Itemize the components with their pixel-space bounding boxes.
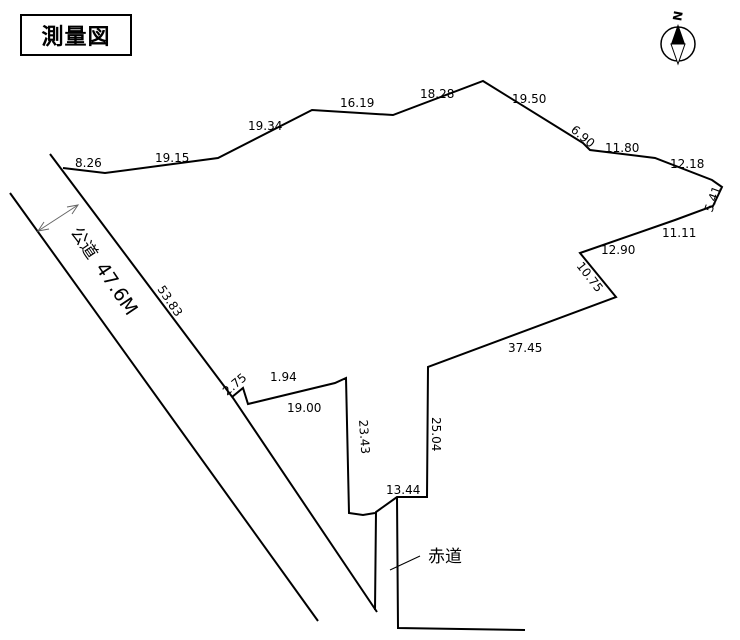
dim-label: 6.90 bbox=[568, 123, 597, 151]
road-inner-edge bbox=[49, 153, 378, 613]
compass-north-label: N bbox=[670, 10, 686, 22]
dim-label: 8.26 bbox=[75, 156, 102, 170]
access-strip-boundary bbox=[231, 376, 376, 517]
red-road-line bbox=[396, 496, 526, 631]
dim-label: 11.80 bbox=[605, 141, 639, 155]
dim-label: 11.11 bbox=[662, 226, 696, 240]
red-road-label: 赤道 bbox=[428, 547, 462, 567]
page-title: 測量図 bbox=[20, 14, 132, 56]
dim-label: 19.50 bbox=[512, 92, 546, 106]
road-outer-edge bbox=[9, 192, 319, 622]
dim-label: 19.34 bbox=[248, 119, 282, 133]
dim-label: 16.19 bbox=[340, 96, 374, 110]
dim-label: 25.04 bbox=[429, 417, 443, 451]
dim-label: 23.43 bbox=[356, 419, 372, 454]
dim-label: 37.45 bbox=[508, 341, 542, 355]
dim-label: 10.75 bbox=[574, 259, 606, 295]
dim-label: 1.94 bbox=[270, 370, 297, 384]
dim-label: 18.28 bbox=[420, 87, 454, 101]
property-boundary bbox=[62, 79, 724, 611]
dim-label: 5.41 bbox=[702, 184, 724, 214]
dim-label: 13.44 bbox=[386, 483, 420, 497]
road-width-arrow bbox=[36, 204, 80, 232]
compass-needle-north bbox=[671, 24, 685, 44]
dim-label: 12.90 bbox=[601, 243, 635, 257]
compass-icon: N bbox=[660, 10, 696, 66]
dim-label: 19.15 bbox=[155, 151, 189, 165]
road-label: 公道 bbox=[66, 224, 102, 263]
compass-needle-south bbox=[670, 43, 686, 66]
dim-label: 19.00 bbox=[287, 401, 321, 415]
dim-label: 12.18 bbox=[670, 157, 704, 171]
red-road-leader bbox=[389, 555, 421, 571]
